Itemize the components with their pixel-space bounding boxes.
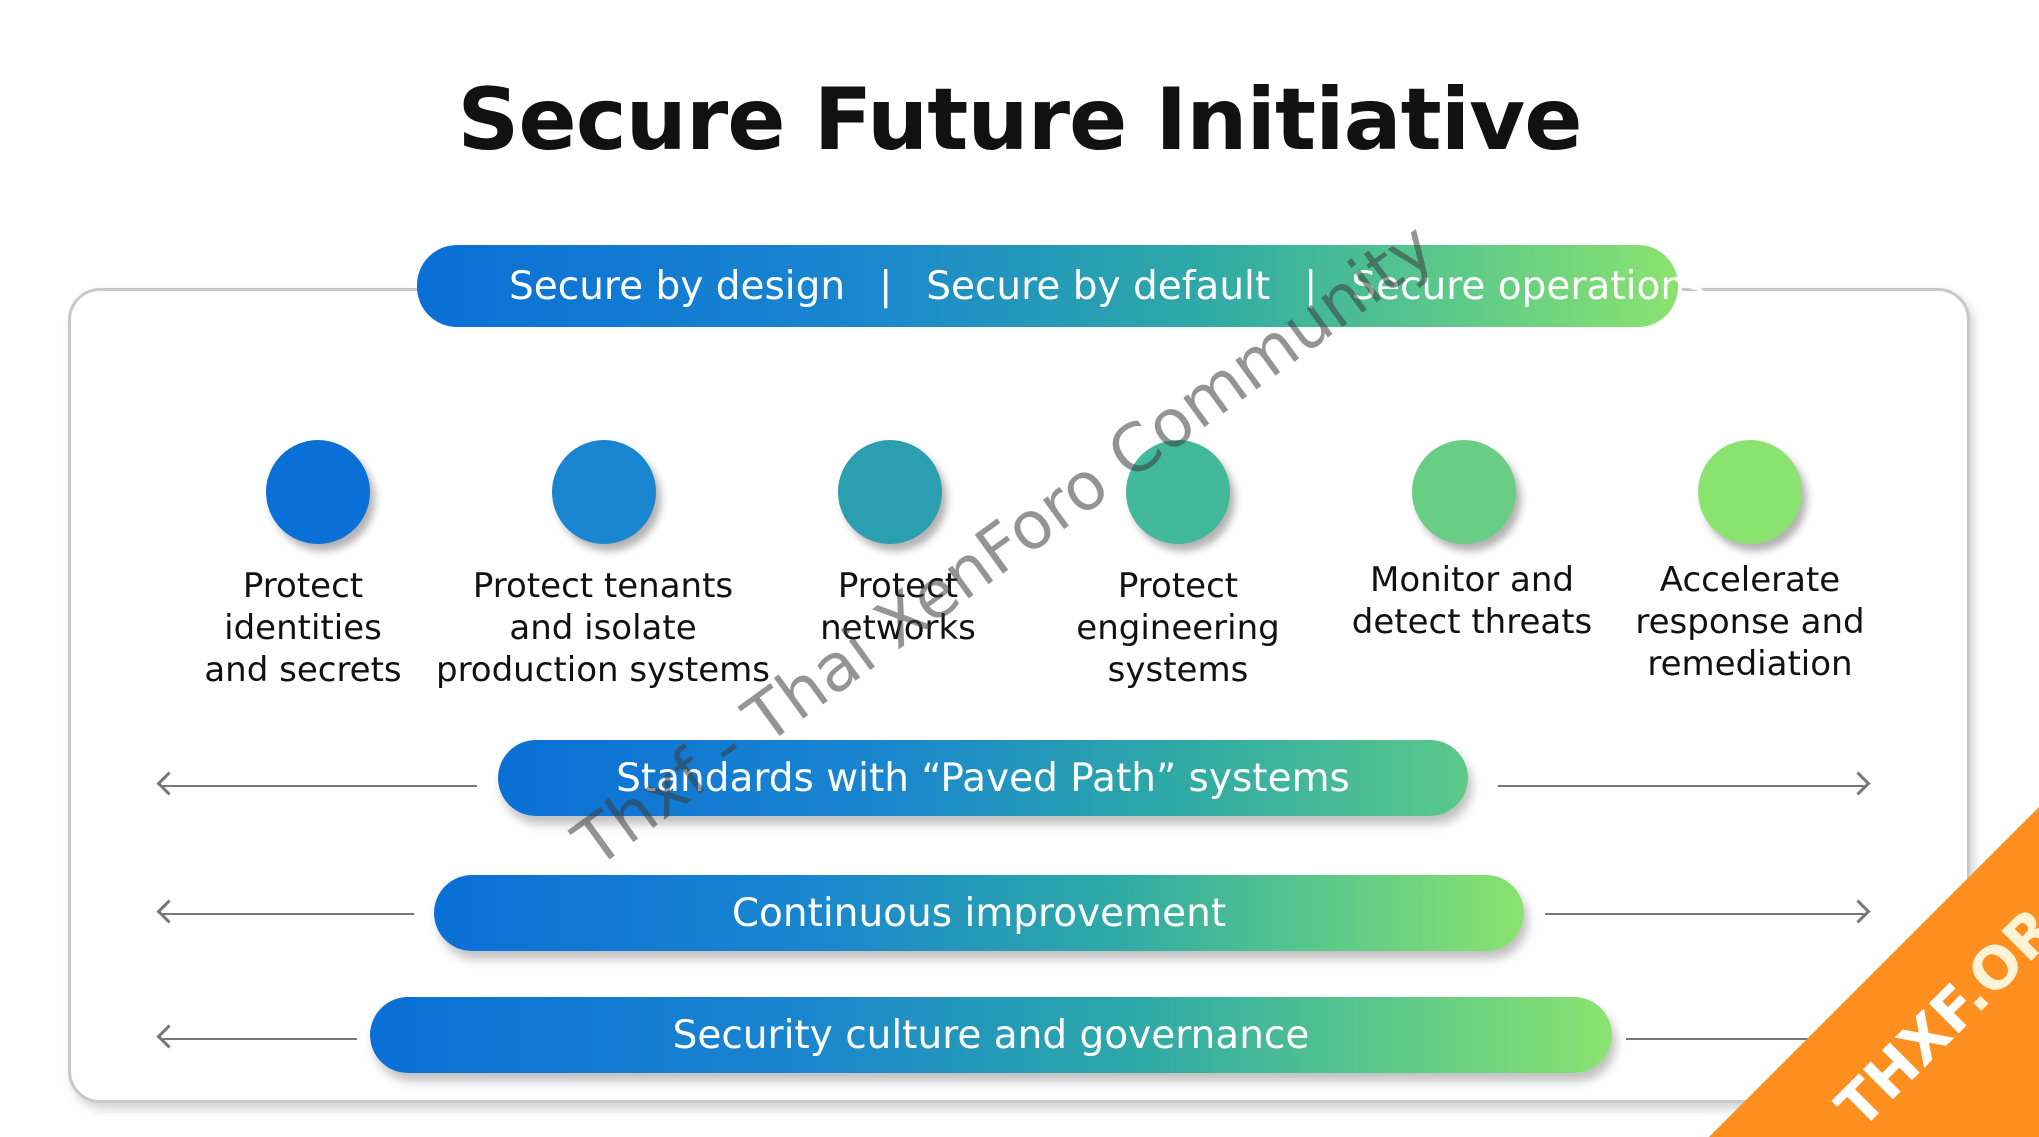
arrow-left [162,785,477,787]
principle-secure-operations: Secure operations [1351,263,1706,309]
principles-banner: Secure by design | Secure by default | S… [417,245,1705,327]
pillar-circle-networks [838,440,942,544]
arrow-left [162,913,414,915]
diagram-frame [68,288,1970,1103]
band-continuous-improvement: Continuous improvement [434,875,1524,951]
separator: | [1304,263,1318,309]
arrow-right [1498,785,1865,787]
band-label-standards: Standards with “Paved Path” systems [616,755,1350,801]
pillar-circle-engineering [1126,440,1230,544]
arrow-left [162,1038,357,1040]
page-title: Secure Future Initiative [457,70,1582,170]
pillar-circle-tenants [552,440,656,544]
band-label-culture-governance: Security culture and governance [672,1012,1310,1058]
pillar-circle-monitor [1412,440,1516,544]
separator: | [879,263,893,309]
corner-badge: THXF.ORG [1709,807,2039,1137]
pillar-circle-accelerate [1698,440,1802,544]
pillar-circle-identities [266,440,370,544]
corner-badge-triangle [1709,807,2039,1137]
principle-secure-by-design: Secure by design [509,263,846,309]
band-culture-governance: Security culture and governance [370,997,1612,1073]
band-standards: Standards with “Paved Path” systems [498,740,1468,816]
arrow-right [1545,913,1865,915]
principle-secure-by-default: Secure by default [926,263,1271,309]
band-label-continuous-improvement: Continuous improvement [731,890,1227,936]
